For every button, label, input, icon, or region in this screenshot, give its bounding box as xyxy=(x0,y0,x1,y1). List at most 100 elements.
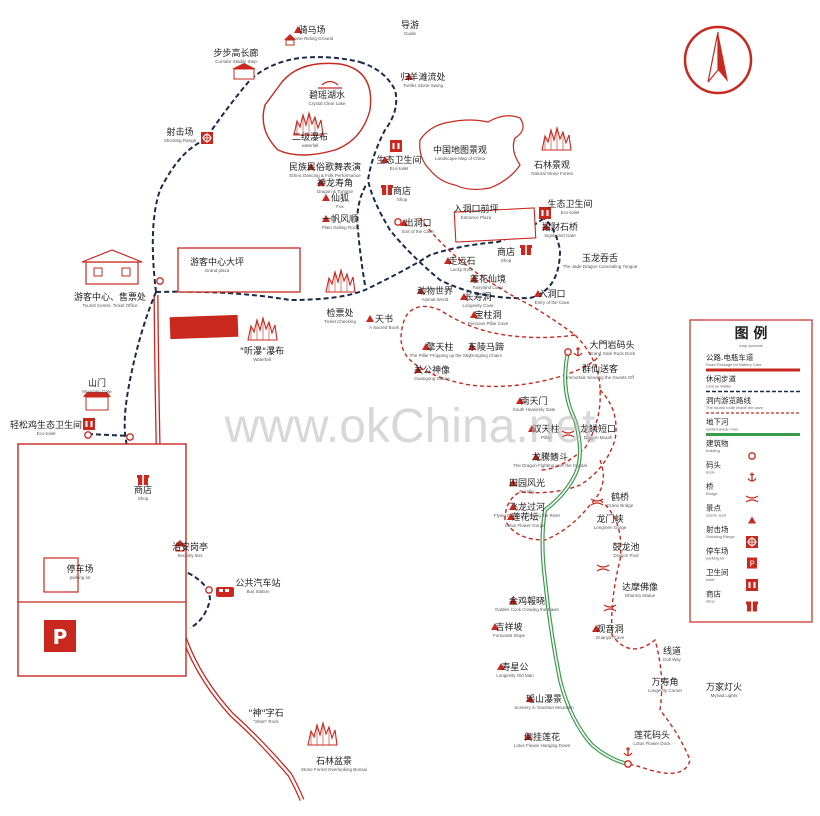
spot-label-en: Longevity Cave xyxy=(462,303,494,308)
spot-label-zh: 莲花码头 xyxy=(634,729,670,741)
spot-label-zh: 民族民俗歌舞表演 xyxy=(289,161,361,173)
spot-label-zh: 万寿角 xyxy=(651,676,678,688)
spot-label-en: Guide xyxy=(404,31,417,36)
spot-label-en: Dragon Pool xyxy=(613,553,638,558)
spot-label-zh: 吉祥坡 xyxy=(495,621,522,633)
spot-label-en: Tourist Center, Ticket Office xyxy=(83,303,138,308)
legend-title: 图 例 xyxy=(735,325,768,342)
legend-item-label: 休闲步道 xyxy=(706,374,736,384)
subterranean-river xyxy=(540,351,629,766)
legend-symbol xyxy=(746,579,758,591)
spot-label-zh: 检票处 xyxy=(326,307,353,319)
spot-label-en: The Jade Dragon Concealing Tongue xyxy=(563,264,638,269)
spot-label-en: Guangong Statue xyxy=(414,376,450,381)
spot-label-en: Longmen Gorge xyxy=(594,525,627,530)
spot-label-zh: 公共汽车站 xyxy=(235,577,280,589)
spot-label-en: Fortunate Slope xyxy=(493,633,526,638)
spot-label-en: Crystal Clear Lake xyxy=(308,101,346,106)
building-icon xyxy=(564,348,572,356)
spot-label-zh: 游客中心、售票处 xyxy=(74,291,146,303)
spot-label-en: Rurality xyxy=(519,489,535,494)
spot-label-en: A Sacred Book xyxy=(369,325,400,330)
spot-label-zh: 轻松鸡生态卫生间 xyxy=(10,419,82,431)
spot-label-en: Horse Riding Ground xyxy=(291,36,334,41)
spot-label-zh: 双天柱 xyxy=(532,423,559,435)
grand-plaza xyxy=(177,247,301,293)
spot-label-zh: 神龙寿角 xyxy=(317,177,353,189)
spot-label-zh: 射击场 xyxy=(166,126,193,138)
legend-item-sublabel: The tourist route inside the cave xyxy=(706,405,764,410)
spot-label-en: Immortals Sending the Guests Off xyxy=(566,375,634,380)
leisure-walks xyxy=(87,56,562,629)
spot-label-en: Flying Dragon Crossing the River xyxy=(494,513,561,518)
spot-label-zh: 莲花仙境 xyxy=(470,273,506,285)
legend-item-sublabel: shop xyxy=(706,599,715,604)
spot-label-en: Scenery in Yaoshan Mountain xyxy=(514,705,574,710)
spot-label-en: The Dragon Fighting over the Crystal xyxy=(513,463,587,468)
bridge-icon xyxy=(603,604,617,612)
legend-item-label: 景点 xyxy=(706,504,721,513)
legend-item-sublabel: toilet xyxy=(706,577,715,582)
spot-label-zh: 中国地图景观 xyxy=(433,144,487,156)
spot-label-en: Bus Station xyxy=(246,589,270,594)
spot-label-en: Grand plaza xyxy=(205,268,230,273)
spot-label-zh: 生态卫生间 xyxy=(547,198,592,210)
spot-label-zh: 长寿洞 xyxy=(464,291,491,303)
building-icon xyxy=(126,433,134,441)
anchor-icon xyxy=(573,346,583,357)
spot-label-en: The Pillar Propping up the Sky xyxy=(410,353,472,358)
spot-label-en: Security Box xyxy=(177,553,203,558)
spot-label-en: waterfall xyxy=(302,143,319,148)
spot-label-zh: 关公神像 xyxy=(414,364,450,376)
spot-label-en: Eco-toilet xyxy=(37,431,57,436)
spot-label-zh: 龙騰鳍斗 xyxy=(532,451,568,463)
scenic-spot-icon xyxy=(366,315,374,322)
spot-label-en: Lucky Rock xyxy=(450,267,474,272)
spot-label-zh: 龙鳞短口 xyxy=(580,423,616,435)
legend-item-sublabel: dock xyxy=(706,470,714,475)
spot-label-en: Ethnic Dancing & Folk Performance xyxy=(289,173,361,178)
scenic-spot-icon xyxy=(322,194,330,201)
spot-label-zh: 一帆风顺 xyxy=(322,213,358,225)
spot-label-en: Eco-toilet xyxy=(561,210,581,215)
map-symbols xyxy=(83,33,633,768)
spot-label-en: Corridor Stadily Step xyxy=(215,59,257,64)
spot-label-zh: 大門岩码头 xyxy=(589,339,634,351)
anchor-icon xyxy=(623,746,633,757)
spot-label-zh: 倒挂莲花 xyxy=(524,731,560,743)
spot-label-en: Lotus Flower Hanging Down xyxy=(514,743,571,748)
spot-label-zh: 线道 xyxy=(663,645,681,657)
spot-label-zh: 入洞口前坪 xyxy=(453,203,498,215)
shop-icon xyxy=(137,475,149,485)
spot-label-zh: 入洞口 xyxy=(538,289,565,300)
spot-label-zh: 生态卫生间 xyxy=(376,154,421,166)
spot-label-en: Eco-toilet xyxy=(390,166,410,171)
building-icon xyxy=(205,586,213,594)
spot-label-en: Fox xyxy=(336,204,344,209)
stone-bonsai-icon xyxy=(307,722,338,746)
legend-item-label: 公路.电瓶车道 xyxy=(706,352,754,362)
spot-label-en: Golden Cock Crowing the Dawn xyxy=(495,607,560,612)
spot-label-en: South Heavenly Gate xyxy=(513,407,556,412)
spot-label-zh: 田园风光 xyxy=(509,477,545,489)
building-icon xyxy=(156,277,164,285)
spot-label-zh: 治安岗亭 xyxy=(172,541,208,553)
china-map-outline xyxy=(419,115,524,191)
spot-label-en: Plain Sailing Rock xyxy=(322,225,359,230)
spot-label-en: Pillar xyxy=(541,435,552,440)
legend-symbol xyxy=(748,452,756,460)
spot-label-zh: 达摩佛像 xyxy=(622,581,658,593)
spot-label-zh: 万家灯火 xyxy=(706,681,742,693)
spot-label-zh: 鼓龙池 xyxy=(612,541,639,553)
spot-label-en: Lotus Flower Gorge xyxy=(505,523,545,528)
spot-label-zh: "神"字石 xyxy=(248,707,283,719)
spot-label-en: Entry of the Cave xyxy=(535,300,570,305)
spot-label-zh: 石林景观 xyxy=(534,159,570,171)
spot-label-en: Guanyin Cave xyxy=(596,635,625,640)
spot-label-zh: 莲花坛 xyxy=(511,511,538,523)
